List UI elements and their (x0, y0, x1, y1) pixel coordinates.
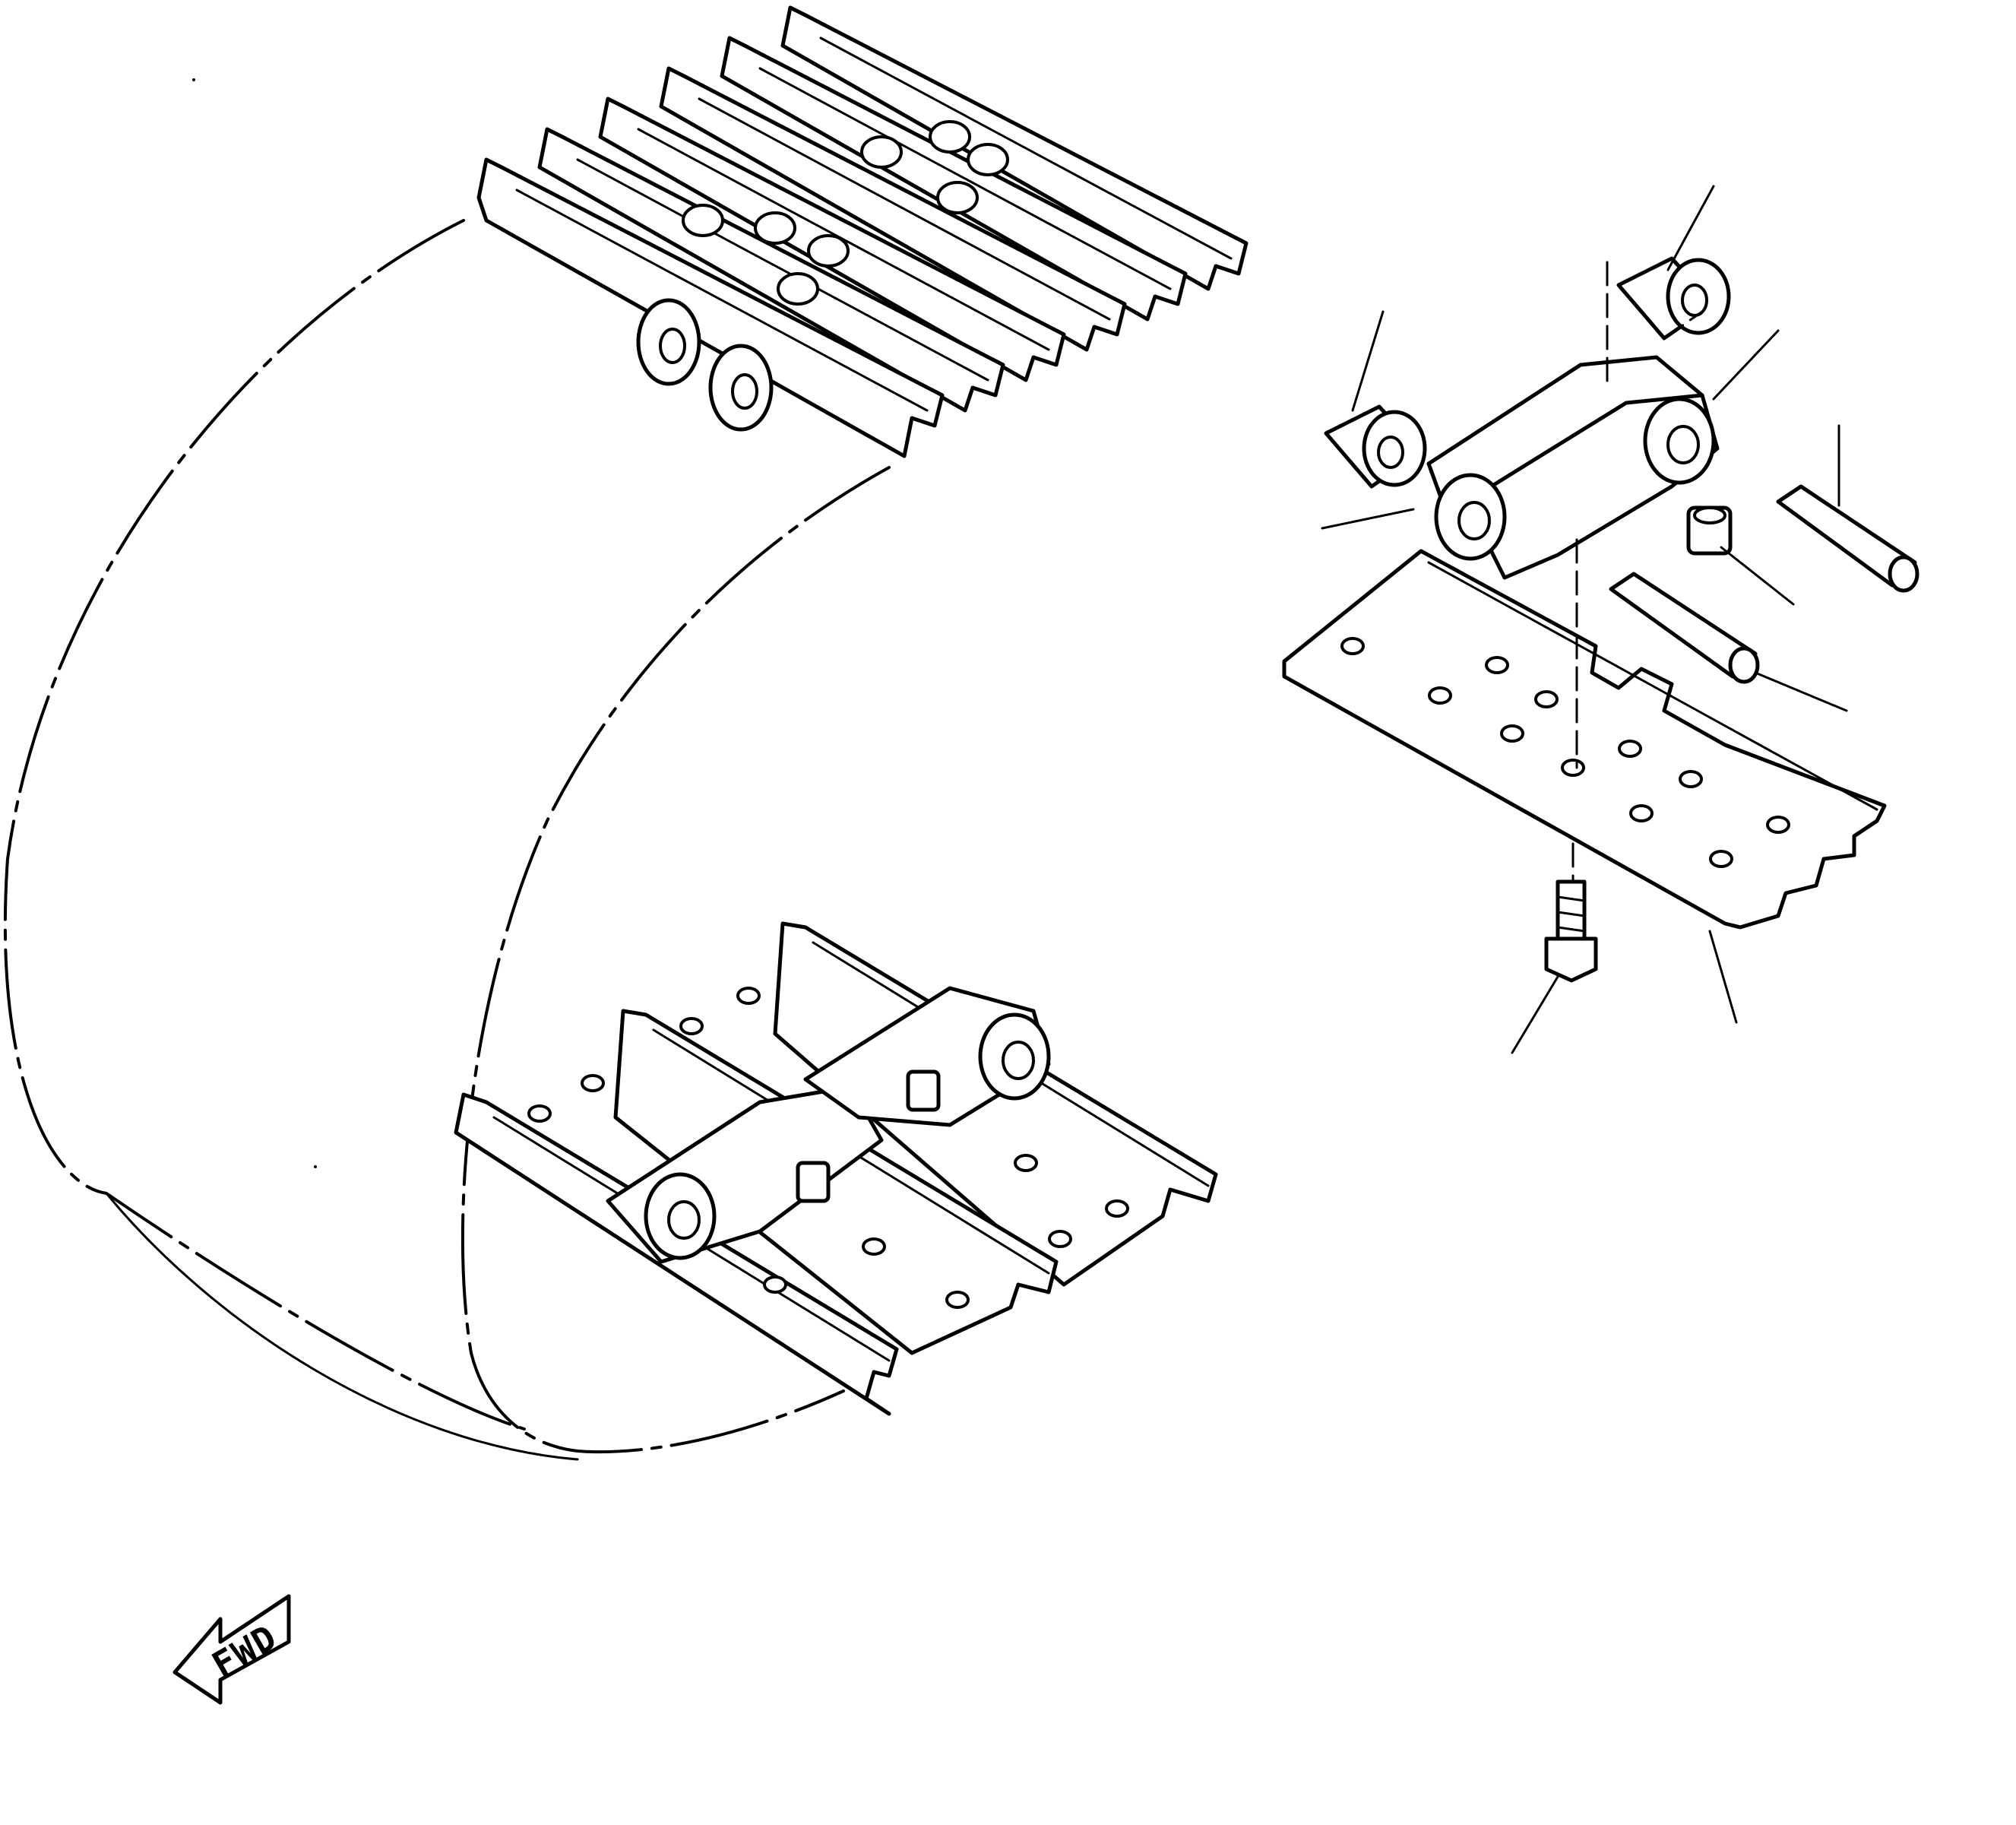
track-shoe-exploded (1282, 549, 1887, 930)
bolt (1544, 879, 1598, 983)
track-loop-outline (3, 219, 891, 1461)
bushing-upper (1616, 256, 1731, 341)
exploded-view (1282, 185, 1919, 1054)
pin-center (1609, 572, 1760, 684)
arrow-left-icon (172, 1594, 291, 1705)
link-pair (1426, 355, 1720, 580)
fwd-arrow: FWD (172, 1594, 291, 1705)
upper-track-shoes (476, 5, 1249, 458)
bushing-left (1324, 404, 1427, 489)
lower-track-shoes (454, 921, 1218, 1416)
pin-right (1776, 484, 1919, 593)
leader-lines (1321, 185, 1848, 1054)
nut (1686, 505, 1733, 556)
